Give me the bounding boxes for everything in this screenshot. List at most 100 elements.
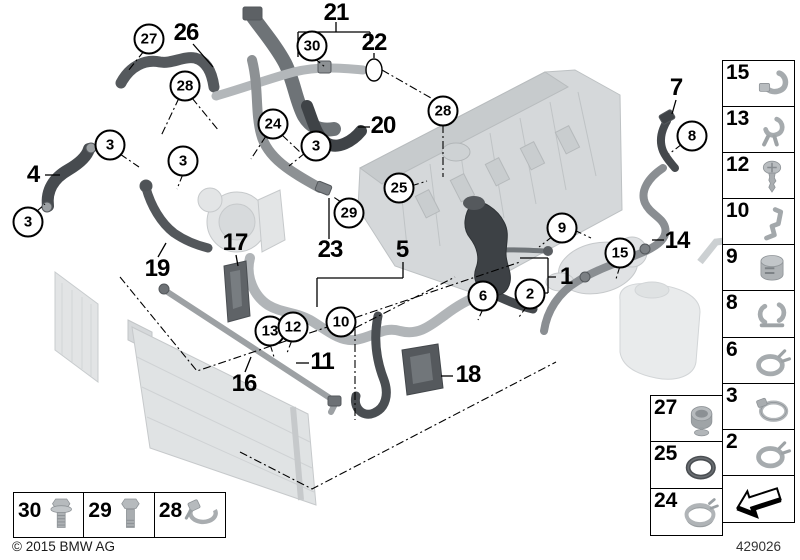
- legend-mid-column: 27 25 24: [650, 395, 723, 536]
- legend-cell-6[interactable]: 6: [722, 336, 795, 385]
- coolant-pipe-19: [141, 183, 213, 253]
- legend-cell-27[interactable]: 27: [650, 395, 723, 443]
- diagram-number: 429026: [735, 539, 782, 554]
- callout-3[interactable]: 3: [300, 130, 332, 162]
- callout-3[interactable]: 3: [94, 129, 126, 161]
- legend-cell-direction-arrow-icon[interactable]: [722, 474, 795, 523]
- oil-filler-cap: [441, 142, 471, 162]
- callout-21[interactable]: 21: [323, 0, 350, 26]
- callout-brackets: [45, 22, 677, 377]
- callout-17[interactable]: 17: [222, 229, 249, 256]
- callout-5[interactable]: 5: [395, 236, 409, 263]
- water-pump: [197, 187, 286, 253]
- sealing-plug-icon: [751, 250, 793, 288]
- callout-18[interactable]: 18: [455, 361, 482, 388]
- spring-band-clamp-icon: [751, 435, 793, 473]
- callout-9[interactable]: 9: [546, 212, 578, 244]
- callout-15[interactable]: 15: [604, 237, 636, 269]
- bracket-clip-icon: [751, 204, 793, 242]
- hose-4: [41, 143, 95, 212]
- callout-11[interactable]: 11: [310, 348, 334, 375]
- direction-arrow-icon: [725, 479, 791, 519]
- callout-3[interactable]: 3: [167, 145, 199, 177]
- condenser: [54, 271, 99, 383]
- callout-29[interactable]: 29: [333, 197, 365, 229]
- legend-cell-24[interactable]: 24: [650, 487, 723, 536]
- gasket-22: [365, 58, 383, 82]
- callout-28[interactable]: 28: [427, 95, 459, 127]
- callout-7[interactable]: 7: [669, 74, 683, 101]
- legend-cell-3[interactable]: 3: [722, 382, 795, 431]
- radiator: [127, 319, 317, 506]
- callout-2[interactable]: 2: [514, 278, 546, 310]
- callout-10[interactable]: 10: [325, 306, 357, 338]
- legend-cell-8[interactable]: 8: [722, 290, 795, 339]
- callout-25[interactable]: 25: [383, 172, 415, 204]
- legend-part-number: 3: [726, 383, 738, 407]
- legend-part-number: 9: [726, 245, 738, 269]
- legend-part-number: 13: [726, 107, 750, 131]
- legend-cell-25[interactable]: 25: [650, 441, 723, 490]
- callout-4[interactable]: 4: [26, 161, 40, 188]
- legend-part-number: 28: [158, 499, 183, 522]
- band-clamp-icon: [679, 494, 721, 532]
- legend-cell-28[interactable]: 28: [153, 492, 226, 538]
- hose-7: [656, 117, 679, 172]
- fittings: [41, 6, 676, 407]
- cable-clip-icon: [751, 112, 793, 150]
- callout-22[interactable]: 22: [361, 29, 388, 56]
- callout-16[interactable]: 16: [231, 370, 258, 397]
- legend-cell-13[interactable]: 13: [722, 106, 795, 154]
- o-ring-icon: [679, 447, 721, 485]
- holder-bracket-18: [401, 343, 444, 396]
- callout-27[interactable]: 27: [133, 23, 165, 55]
- legend-part-number: 12: [726, 153, 750, 177]
- coolant-pipe-30: [211, 63, 368, 101]
- callout-23[interactable]: 23: [317, 236, 344, 263]
- spring-band-clamp-icon: [751, 343, 793, 381]
- expansion-tank: [619, 281, 701, 380]
- callout-24[interactable]: 24: [257, 108, 289, 140]
- hose-14: [540, 164, 670, 335]
- retaining-clip-icon: [751, 66, 793, 104]
- hose-return-loop: [350, 311, 391, 419]
- legend-part-number: 2: [726, 429, 738, 453]
- legend-cell-29[interactable]: 29: [83, 492, 156, 538]
- legend-part-number: 6: [726, 337, 738, 361]
- double-clip-icon: [751, 296, 793, 334]
- callout-12[interactable]: 12: [277, 311, 309, 343]
- thermostat-housing: [463, 196, 553, 296]
- screw-washer-icon: [41, 495, 83, 533]
- callout-19[interactable]: 19: [144, 255, 171, 282]
- callout-3[interactable]: 3: [12, 206, 44, 238]
- holder-bracket-17: [223, 260, 251, 323]
- leader-lines: [35, 50, 683, 490]
- connector-grommet-icon: [679, 401, 721, 439]
- legend-part-number: 15: [726, 61, 750, 84]
- callout-14[interactable]: 14: [664, 227, 691, 254]
- copyright-notice: © 2015 BMW AG: [12, 539, 115, 554]
- legend-cell-10[interactable]: 10: [722, 198, 795, 246]
- screw-icon: [751, 158, 793, 196]
- legend-cell-15[interactable]: 15: [722, 60, 795, 108]
- callout-28[interactable]: 28: [169, 70, 201, 102]
- legend-cell-2[interactable]: 2: [722, 428, 795, 477]
- legend-cell-12[interactable]: 12: [722, 152, 795, 200]
- legend-right-column: 15 13 12 10 9 8 6 3 2: [722, 60, 795, 523]
- legend-cell-9[interactable]: 9: [722, 244, 795, 293]
- legend-part-number: 24: [654, 488, 678, 512]
- legend-part-number: 25: [654, 442, 678, 466]
- legend-part-number: 8: [726, 291, 738, 315]
- legend-part-number: 27: [654, 396, 678, 419]
- callout-1[interactable]: 1: [559, 263, 573, 290]
- callout-26[interactable]: 26: [173, 19, 200, 46]
- callout-30[interactable]: 30: [296, 30, 328, 62]
- legend-part-number: 10: [726, 199, 750, 223]
- legend-part-number: 29: [88, 499, 112, 522]
- callout-6[interactable]: 6: [467, 280, 499, 312]
- callout-8[interactable]: 8: [676, 120, 708, 152]
- legend-cell-30[interactable]: 30: [13, 492, 85, 538]
- callout-20[interactable]: 20: [370, 112, 397, 139]
